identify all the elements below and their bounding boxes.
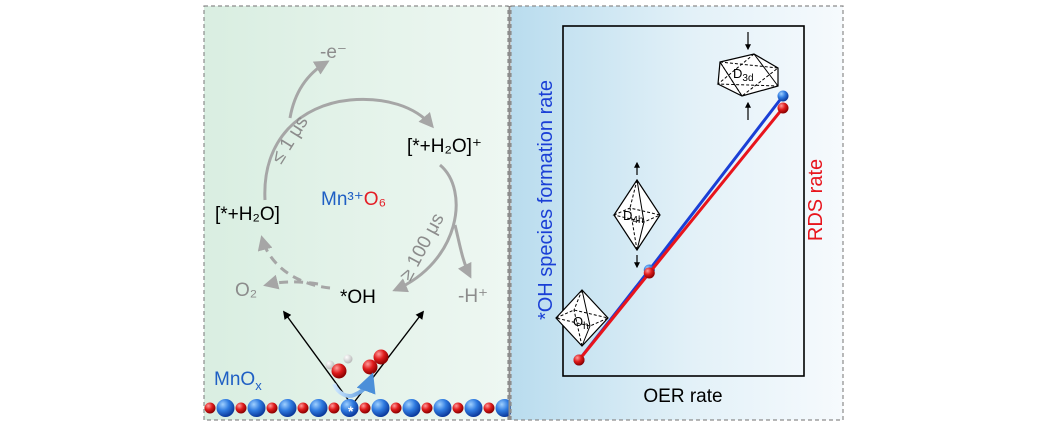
manganese-atom [247,399,266,417]
manganese-atom [309,399,328,417]
right-panel-border [510,5,844,421]
left-panel: -e⁻ ≤ 1 μs [*+H₂O]⁺ [*+H₂O] Mn³⁺O₆ ≥ 100… [203,5,514,421]
site-arrow-left [283,310,353,406]
manganese-atom [495,399,514,417]
center-formula: Mn³⁺O₆ [321,189,386,210]
center-ligand: O₆ [364,189,386,210]
d4h-label: D4h [623,208,644,226]
oxygen-atom [328,402,340,414]
oxygen-atom [204,402,216,414]
manganese-atom [340,399,359,417]
arrow-hydroxyl-to-water [257,235,331,290]
adsorbed-water-label: [*+H₂O]⁺ [407,136,482,157]
y-axis-left-label: *OH species formation rate [535,80,557,320]
manganese-atom [402,399,421,417]
series-point-red-1 [643,267,655,279]
surface-label: MnOx [214,369,262,393]
plot-frame [562,25,805,377]
oxygen-atom [421,402,433,414]
arrow-water-to-adsorbed [263,97,434,201]
oxygen-atom [452,402,464,414]
manganese-atom [371,399,390,417]
left-panel-border [203,5,509,421]
oxygen-atom [235,402,247,414]
oxygen-molecule [362,349,389,375]
series-point-red-0 [573,354,585,366]
active-site-marker: * [348,403,354,419]
arrow-electron-branch [288,60,330,119]
manganese-atom [278,399,297,417]
octahedron-oh: Oh [554,289,610,347]
arrow-proton-branch [453,224,472,279]
mnox-surface [204,399,514,417]
y-axis-right-label: RDS rate [805,159,827,241]
oh-label: Oh [573,314,589,332]
right-panel: *OH species formation rate RDS rate OER … [508,5,844,421]
electron-loss-label: -e⁻ [320,42,347,63]
proton-loss-label: -H⁺ [458,286,488,307]
d3d-label: D3d [733,66,754,84]
oxygen-atom [266,402,278,414]
manganese-atom [464,399,483,417]
oxygen-atom [359,402,371,414]
center-metal: Mn³⁺ [321,189,364,210]
manganese-atom [216,399,235,417]
water-complex-label: [*+H₂O] [215,204,280,225]
series-layer [573,90,789,366]
x-axis-label: OER rate [643,386,722,407]
oxygen-atom [390,402,402,414]
water-molecule [325,354,353,379]
oxygen-label: O₂ [235,280,257,301]
octahedron-d4h: D4h [612,161,662,269]
hydroxyl-label: *OH [340,287,376,308]
series-point-blue-2 [777,90,789,102]
arrow-oxygen-release [263,274,319,290]
manganese-atom [433,399,452,417]
left-panel-background [204,6,508,420]
octahedron-d3d: D3d [716,32,780,120]
arrow-adsorbed-to-hydroxyl [392,163,458,293]
right-panel-background [511,6,843,420]
svg-text:Mn³⁺O₆: Mn³⁺O₆ [321,189,386,210]
adsorption-arrow [332,372,376,398]
oxygen-atom [297,402,309,414]
oxygen-atom [483,402,495,414]
series-point-red-2 [777,102,789,114]
